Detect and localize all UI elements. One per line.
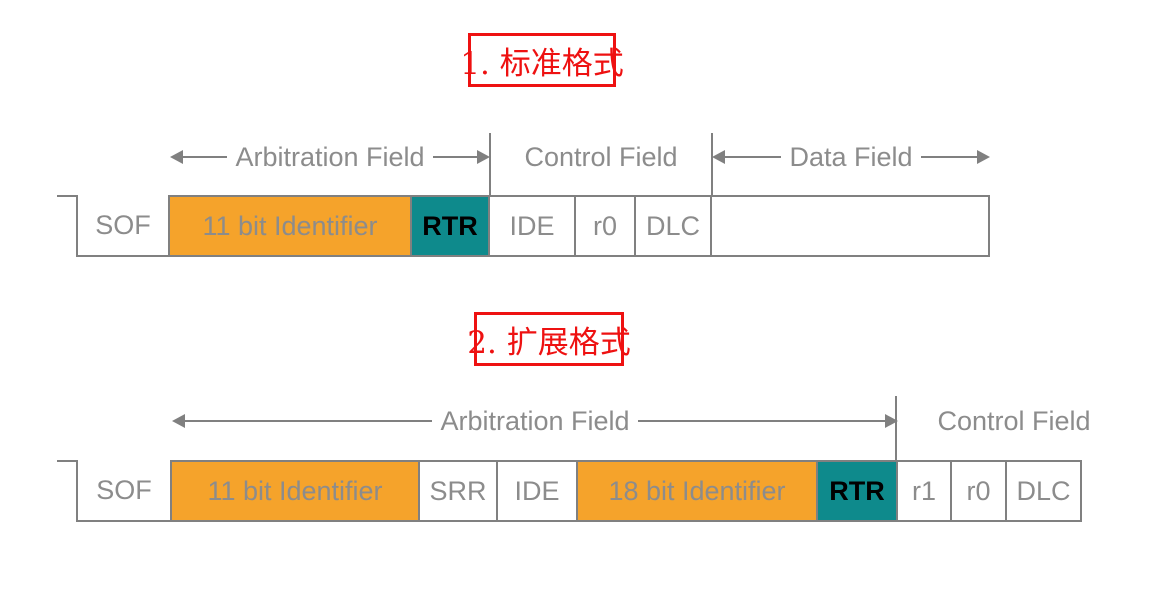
identifier-11-label: 11 bit Identifier	[202, 210, 378, 241]
left-arrow-icon	[172, 414, 185, 428]
sof-cell: SOF	[76, 195, 170, 257]
r0-label: r0	[966, 475, 991, 506]
sof-label: SOF	[95, 209, 151, 240]
data-field-cell	[710, 195, 990, 257]
sof-cell: SOF	[76, 460, 172, 522]
standard-data-field-label: Data Field	[712, 139, 990, 175]
identifier-11-cell: 11 bit Identifier	[170, 460, 420, 522]
identifier-18-cell: 18 bit Identifier	[576, 460, 818, 522]
field-divider-line	[895, 396, 897, 462]
ide-label: IDE	[514, 475, 560, 506]
arbitration-field-label-text: Arbitration Field	[235, 141, 425, 172]
extended-format-title: 2. 扩展格式	[467, 312, 631, 366]
rtr-label: RTR	[829, 475, 885, 506]
r1-cell: r1	[896, 460, 952, 522]
identifier-11-cell: 11 bit Identifier	[168, 195, 412, 257]
identifier-18-label: 18 bit Identifier	[608, 475, 786, 506]
dlc-cell: DLC	[634, 195, 712, 257]
extended-arbitration-field-label: Arbitration Field	[172, 403, 898, 439]
left-arrow-icon	[712, 150, 725, 164]
right-arrow-icon	[977, 150, 990, 164]
r0-label: r0	[592, 210, 617, 241]
control-field-label-text: Control Field	[524, 141, 678, 172]
srr-cell: SRR	[418, 460, 498, 522]
arrow-shaft	[185, 420, 433, 422]
srr-label: SRR	[429, 475, 487, 506]
field-divider-line	[711, 133, 713, 197]
right-arrow-icon	[885, 414, 898, 428]
dlc-cell: DLC	[1005, 460, 1082, 522]
extended-control-field-label: Control Field	[900, 403, 1128, 439]
identifier-11-label: 11 bit Identifier	[207, 475, 383, 506]
standard-arbitration-field-label: Arbitration Field	[170, 139, 490, 175]
right-arrow-icon	[477, 150, 490, 164]
sof-falling-edge-line	[57, 195, 78, 257]
standard-format-title-text: 1. 标准格式	[460, 45, 624, 82]
r1-label: r1	[911, 475, 936, 506]
arrow-shaft	[725, 156, 782, 158]
standard-format-title: 1. 标准格式	[460, 33, 624, 87]
standard-control-field-label: Control Field	[490, 139, 712, 175]
dlc-label: DLC	[1016, 475, 1071, 506]
rtr-label: RTR	[422, 210, 478, 241]
dlc-label: DLC	[645, 210, 700, 241]
arrow-shaft	[637, 420, 885, 422]
arbitration-field-label-text: Arbitration Field	[440, 405, 630, 436]
ide-cell: IDE	[488, 195, 576, 257]
control-field-label-text: Control Field	[937, 405, 1091, 436]
ide-label: IDE	[509, 210, 555, 241]
data-field-label-text: Data Field	[789, 141, 913, 172]
r0-cell: r0	[574, 195, 636, 257]
sof-falling-edge-line	[57, 460, 78, 522]
arrow-shaft	[432, 156, 477, 158]
rtr-cell: RTR	[410, 195, 490, 257]
rtr-cell: RTR	[816, 460, 898, 522]
field-divider-line	[489, 133, 491, 197]
ide-cell: IDE	[496, 460, 578, 522]
arrow-shaft	[183, 156, 228, 158]
sof-label: SOF	[96, 474, 152, 505]
extended-format-title-text: 2. 扩展格式	[467, 324, 631, 361]
arrow-shaft	[920, 156, 977, 158]
left-arrow-icon	[170, 150, 183, 164]
r0-cell: r0	[950, 460, 1007, 522]
